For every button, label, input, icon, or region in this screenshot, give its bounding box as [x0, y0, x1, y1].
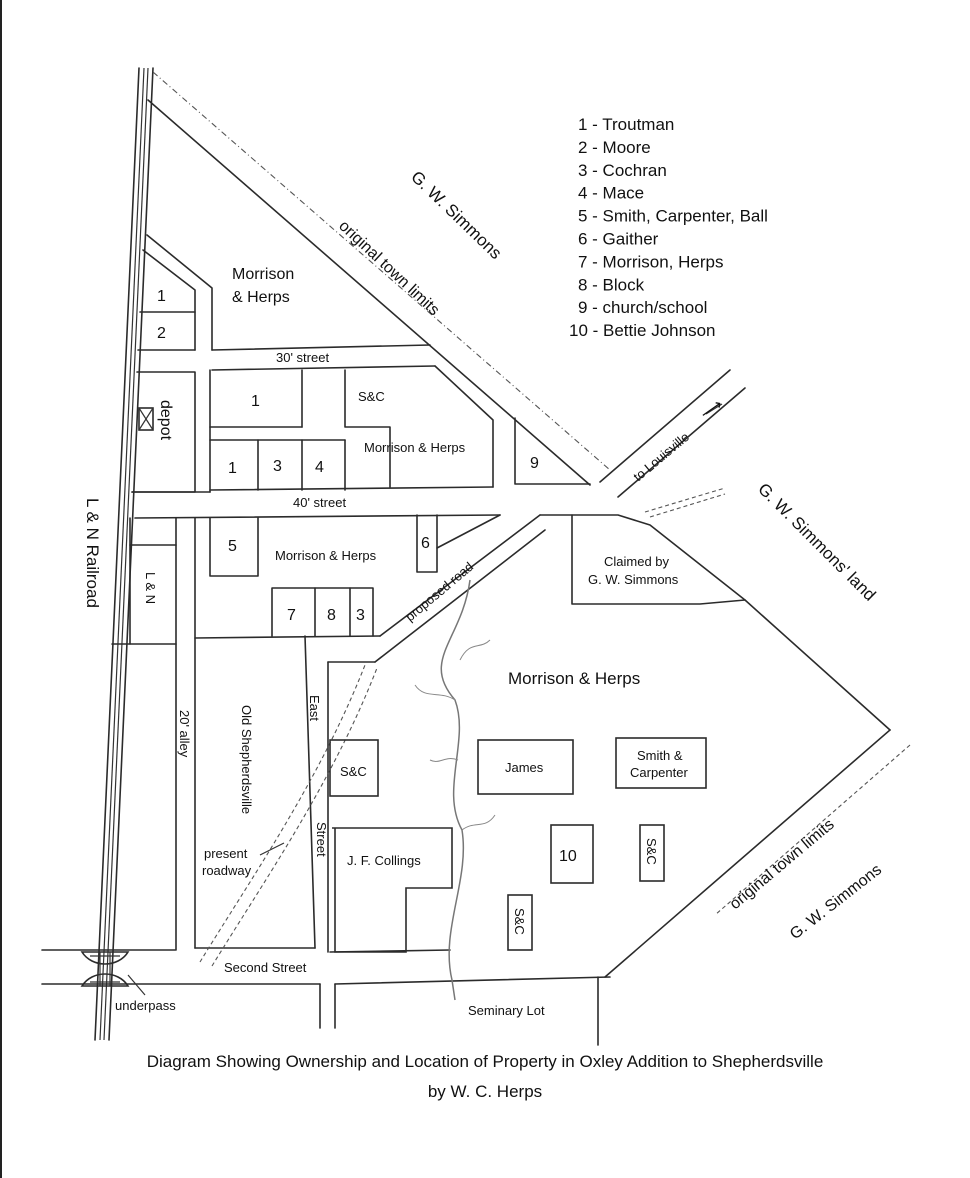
lot-number-4: 4: [315, 459, 324, 476]
label-arrow: ⟶: [698, 396, 727, 423]
label-ln-railroad: L & N Railroad: [83, 498, 102, 608]
legend-item: 4 - Mace: [578, 184, 644, 203]
lot-number-10: 10: [559, 848, 577, 865]
lot-number-8: 8: [327, 607, 336, 624]
legend-item: 7 - Morrison, Herps: [578, 252, 723, 271]
label-morrison-herps-nw-1: Morrison: [232, 266, 294, 283]
legend-item: 8 - Block: [578, 275, 645, 294]
caption-author: by W. C. Herps: [427, 1082, 543, 1101]
legend-item: 2 - Moore: [578, 138, 651, 157]
lot-number-6: 6: [421, 535, 430, 552]
label-sc-right: S&C: [644, 838, 659, 865]
label-morrison-herps-row: Morrison & Herps: [275, 548, 377, 563]
lot-number-5: 5: [228, 538, 237, 555]
legend-item: 9 - church/school: [578, 298, 707, 317]
left-frame-border: [0, 0, 2, 1178]
label-30-street: 30' street: [276, 350, 329, 365]
label-depot: depot: [157, 400, 174, 441]
label-morrison-herps-large: Morrison & Herps: [508, 669, 640, 688]
label-claimed-1: Claimed by: [604, 554, 670, 569]
label-ln-lot: L & N: [143, 572, 158, 604]
legend-item: 6 - Gaither: [578, 230, 659, 249]
label-james: James: [505, 760, 544, 775]
label-old-shepherdsville: Old Shepherdsville: [239, 705, 254, 814]
lot-number-3a: 3: [273, 458, 282, 475]
lot-numbers: 1 2 1 1 3 4 9 5 6 7 8 3 10: [157, 288, 577, 865]
label-present-roadway-1: present: [204, 846, 248, 861]
lot-number-7: 7: [287, 607, 296, 624]
label-20-alley: 20' alley: [177, 710, 192, 758]
map-labels: G. W. Simmons original town limits Morri…: [83, 167, 885, 1018]
present-roadway: [199, 664, 378, 967]
legend-item: 10 - Bettie Johnson: [569, 321, 715, 340]
lot-number-1a: 1: [157, 288, 166, 305]
legend-item: 5 - Smith, Carpenter, Ball: [578, 207, 768, 226]
lot-number-2: 2: [157, 325, 166, 342]
building-outlines: [259, 403, 723, 953]
label-gw-simmons-bottom: G. W. Simmons: [787, 861, 885, 943]
label-claimed-2: G. W. Simmons: [588, 572, 679, 587]
label-to-louisville: to Louisville: [630, 429, 692, 484]
label-street: Street: [314, 822, 329, 857]
legend-item: 3 - Cochran: [578, 161, 667, 180]
label-40-street: 40' street: [293, 495, 346, 510]
label-jf-collings: J. F. Collings: [347, 853, 421, 868]
label-smith-carpenter-2: Carpenter: [630, 765, 688, 780]
legend-item: 1 - Troutman: [578, 115, 674, 134]
railroad-track: [94, 67, 154, 1041]
lot-number-9: 9: [530, 455, 539, 472]
label-east: East: [307, 695, 322, 721]
label-gw-simmons-land: G. W. Simmons' land: [754, 479, 879, 604]
caption-title: Diagram Showing Ownership and Location o…: [146, 1052, 824, 1071]
label-underpass: underpass: [115, 998, 176, 1013]
label-present-roadway-2: roadway: [202, 863, 252, 878]
lot-number-1b: 1: [251, 393, 260, 410]
label-seminary-lot: Seminary Lot: [468, 1003, 545, 1018]
label-smith-carpenter-1: Smith &: [637, 748, 683, 763]
label-second-street: Second Street: [224, 960, 307, 975]
label-sc-bottom: S&C: [512, 908, 527, 935]
town-limits-top: [147, 71, 611, 486]
label-morrison-herps-mid: Morrison & Herps: [364, 440, 466, 455]
lot-number-1c: 1: [228, 460, 237, 477]
label-gw-simmons-top: G. W. Simmons: [407, 167, 505, 263]
label-sc-top: S&C: [358, 389, 385, 404]
lot-number-3b: 3: [356, 607, 365, 624]
legend: 1 - Troutman 2 - Moore 3 - Cochran 4 - Mace…: [569, 115, 768, 340]
label-sc-east: S&C: [340, 764, 367, 779]
label-town-limits-bottom: original town limits: [727, 816, 838, 913]
label-morrison-herps-nw-2: & Herps: [232, 289, 290, 306]
creek: [414, 579, 496, 1001]
depot-marker: [138, 407, 154, 431]
street-lines: [41, 234, 911, 1046]
label-town-limits-top: original town limits: [335, 217, 442, 319]
underpass-marker: [80, 951, 146, 996]
